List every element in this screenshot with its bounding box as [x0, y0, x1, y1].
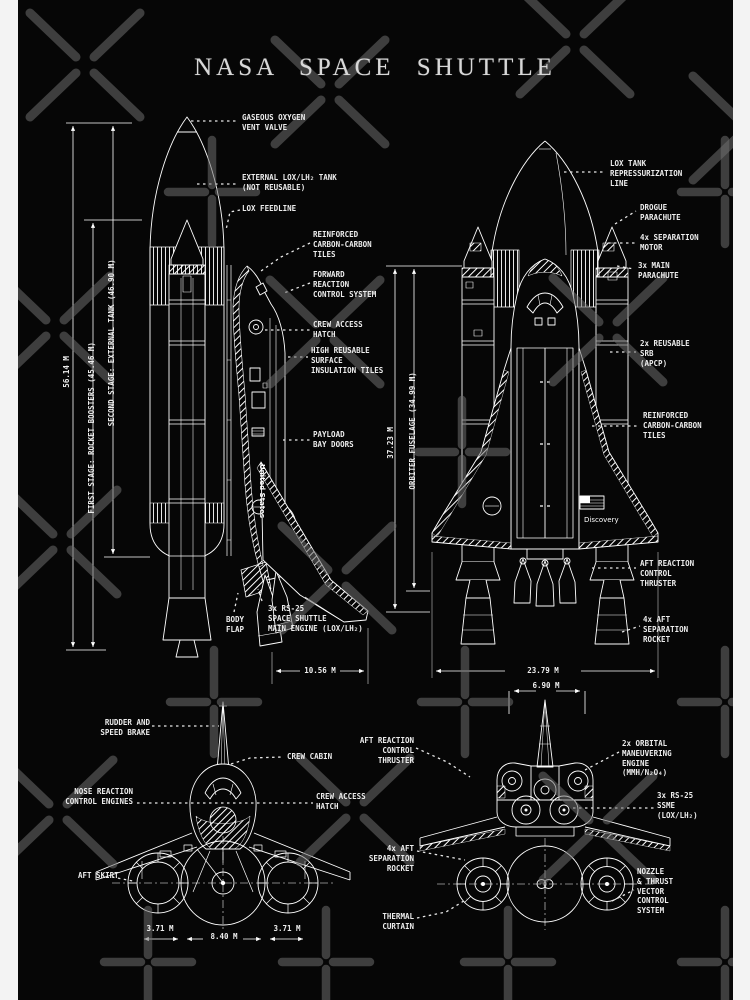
label-aft-rcs-rear: AFT REACTION CONTROL THRUSTER	[359, 736, 414, 765]
blueprint-artwork: NASA SPACE SHUTTLE GASEOUS OXYGEN VENT V…	[18, 0, 733, 1000]
label-rcc-tiles-side: REINFORCED CARBON-CARBON TILES	[313, 230, 372, 259]
label-rudder-speed-brake: RUDDER AND SPEED BRAKE	[100, 718, 150, 737]
dimension-et-diameter: 8.40 M	[210, 932, 238, 941]
white-margin-left	[0, 0, 18, 1000]
label-reusable-srb: 2x REUSABLE SRB (APCP)	[640, 339, 690, 368]
leader-lines	[111, 120, 654, 919]
label-aft-separation-rocket-top: 4x AFT SEPARATION ROCKET	[643, 615, 689, 644]
label-aft-rcs-top: AFT REACTION CONTROL THRUSTER	[640, 559, 695, 588]
label-lox-feedline: LOX FEEDLINE	[242, 204, 297, 213]
label-crew-access-hatch-front: CREW ACCESS HATCH	[316, 792, 366, 811]
label-main-engine: 3x RS-25 SPACE SHUTTLE MAIN ENGINE (LOX/…	[268, 604, 363, 633]
label-aft-separation-rocket-rear: 4x AFT SEPARATION ROCKET	[368, 844, 414, 873]
label-ssme-rear: 3x RS-25 SSME (LOX/LH₂)	[657, 791, 698, 820]
dimension-orbiter-fuselage: ORBITER FUSELAGE (34.99 M)	[408, 372, 418, 490]
figure-front-view	[95, 701, 351, 930]
label-crew-access-hatch-side: CREW ACCESS HATCH	[313, 320, 363, 339]
dimension-lines	[66, 122, 655, 942]
orbiter-name-marking: Discovery	[584, 516, 619, 524]
dimension-stack-height: 37.23 M	[386, 427, 396, 459]
label-nozzle-tvc: NOZZLE & THRUST VECTOR CONTROL SYSTEM	[637, 867, 674, 915]
label-payload-bay-doors: PAYLOAD BAY DOORS	[313, 430, 354, 449]
dimension-first-stage: FIRST STAGE: ROCKET BOOSTERS (45.46 M)	[87, 342, 97, 514]
label-external-tank: EXTERNAL LOX/LH₂ TANK (NOT REUSABLE)	[242, 173, 337, 192]
dimension-oms-pod-width: 6.90 M	[532, 681, 560, 690]
figure-stack-top	[431, 140, 659, 678]
white-margin-right	[733, 0, 750, 1000]
label-lox-repressurization: LOX TANK REPRESSURIZATION LINE	[610, 159, 683, 188]
dimension-total-height: 56.14 M	[62, 356, 72, 388]
dimension-stack-width: 10.56 M	[304, 666, 336, 675]
dimension-wingspan: 23.79 M	[527, 666, 559, 675]
dimension-second-stage: SECOND STAGE: EXTERNAL TANK (46.90 M)	[107, 259, 117, 427]
label-aft-skirt: AFT SKIRT	[78, 871, 119, 880]
label-oms-engine: 2x ORBITAL MANEUVERING ENGINE (MMH/N₂O₄)	[622, 739, 672, 778]
label-gaseous-oxygen-vent-valve: GASEOUS OXYGEN VENT VALVE	[242, 113, 306, 132]
united-states-marking: United States	[258, 464, 266, 518]
label-nose-rcs: NOSE REACTION CONTROL ENGINES	[65, 787, 133, 806]
figure-stack-side	[149, 116, 369, 658]
label-body-flap: BODY FLAP	[226, 615, 245, 634]
poster-title: NASA SPACE SHUTTLE	[194, 54, 556, 81]
dimension-srb-right: 3.71 M	[273, 924, 301, 933]
blueprint-drawing	[66, 116, 671, 942]
label-hrsi-tiles: HIGH REUSABLE SURFACE INSULATION TILES	[311, 346, 384, 375]
label-rcc-tiles-top: REINFORCED CARBON-CARBON TILES	[643, 411, 702, 440]
label-thermal-curtain: THERMAL CURTAIN	[382, 912, 414, 931]
label-main-parachute: 3x MAIN PARACHUTE	[638, 261, 679, 280]
dimension-srb-left: 3.71 M	[146, 924, 174, 933]
label-drogue-parachute: DROGUE PARACHUTE	[640, 203, 681, 222]
label-forward-rcs: FORWARD REACTION CONTROL SYSTEM	[313, 270, 377, 299]
label-crew-cabin: CREW CABIN	[287, 752, 333, 761]
label-separation-motor: 4x SEPARATION MOTOR	[640, 233, 699, 252]
